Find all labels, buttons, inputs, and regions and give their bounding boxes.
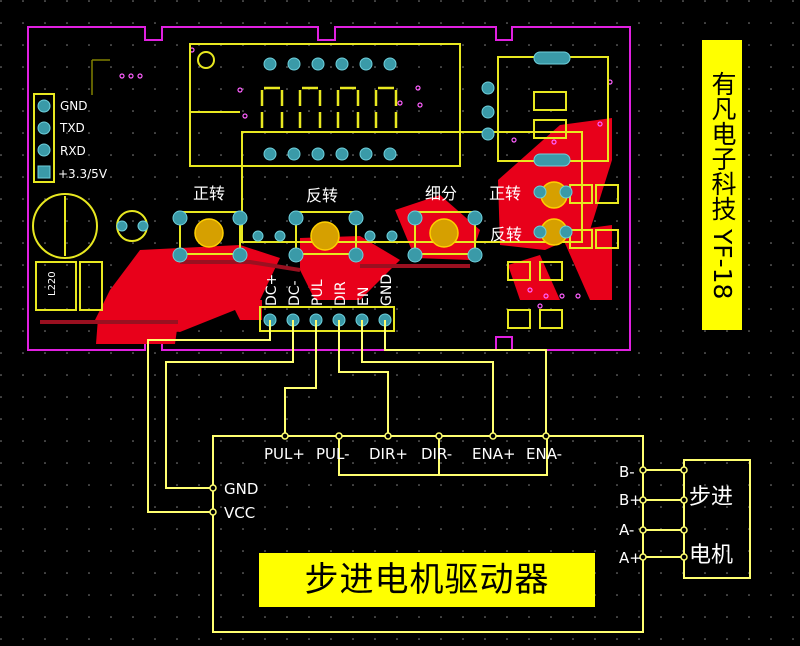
button-label-reverse-2: 反转 <box>490 225 522 244</box>
driver-input-ena-plus: ENA+ <box>472 445 516 463</box>
button-label-microstep: 细分 <box>425 184 457 203</box>
brand-label: 有凡电子科技 YF-18 <box>702 40 742 330</box>
connector-pin-en: EN <box>356 287 372 306</box>
connector-pin-dc-minus: DC- <box>287 280 303 306</box>
motor-label-line1: 步进 <box>689 485 733 510</box>
driver-input-ena-minus: ENA- <box>526 445 562 463</box>
driver-terminals <box>209 432 688 561</box>
button-label-reverse: 反转 <box>306 186 338 205</box>
driver-input-dir-minus: DIR- <box>421 445 452 463</box>
driver-output-a-plus: A+ <box>619 549 642 567</box>
connector-pin-gnd: GND <box>379 274 395 306</box>
connector-pin-pul: PUL <box>310 279 326 306</box>
button-label-forward-2: 正转 <box>489 184 521 203</box>
driver-input-dir-plus: DIR+ <box>369 445 408 463</box>
driver-output-b-minus: B- <box>619 463 635 481</box>
button-label-forward: 正转 <box>193 184 225 203</box>
board-connector-labels: DC+ DC- PUL DIR EN GND <box>264 274 395 306</box>
driver-input-pul-minus: PUL- <box>316 445 350 463</box>
wires <box>147 320 751 633</box>
motor-label-line2: 电机 <box>689 543 733 568</box>
header-pin-rxd: RXD <box>60 144 86 158</box>
driver-output-a-minus: A- <box>619 521 634 539</box>
connector-pin-dc-plus: DC+ <box>264 274 280 306</box>
driver-output-b-plus: B+ <box>619 491 642 509</box>
stepper-driver-title: 步进电机驱动器 <box>259 553 595 607</box>
regulator-label: L220 <box>47 271 58 296</box>
driver-power-gnd: GND <box>224 480 258 498</box>
connector-pin-dir: DIR <box>333 281 349 306</box>
driver-power-vcc: VCC <box>224 504 255 522</box>
header-pin-gnd: GND <box>60 99 88 113</box>
driver-input-pul-plus: PUL+ <box>264 445 305 463</box>
header-pin-vcc: +3.3/5V <box>58 167 108 181</box>
header-pin-txd: TXD <box>59 121 85 135</box>
vias <box>119 47 613 309</box>
